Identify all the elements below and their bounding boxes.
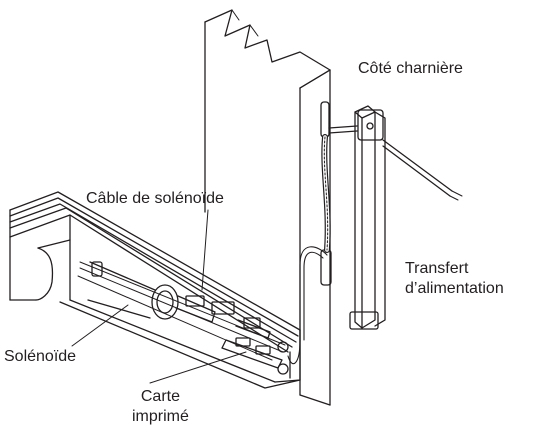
leader-lines [71,209,247,384]
label-printed-board-line1: Carte [140,388,180,405]
label-power-transfer: Transfert d’alimentation [405,259,504,299]
hinge-spring-conduit [320,101,358,286]
label-power-transfer-line1: Transfert [405,260,469,277]
wiring-loop [287,246,328,365]
label-hinge-side: Côté charnière [358,60,463,77]
solenoid-assembly [87,261,235,323]
power-transfer-jamb [349,105,463,330]
label-printed-board: Carte imprimé [132,387,189,427]
label-solenoid-cable: Câble de solénoïde [86,190,224,207]
label-power-transfer-line2: d’alimentation [405,280,504,297]
printed-board [221,317,289,375]
label-printed-board-line2: imprimé [132,408,189,425]
label-solenoid: Solénoïde [4,348,77,365]
